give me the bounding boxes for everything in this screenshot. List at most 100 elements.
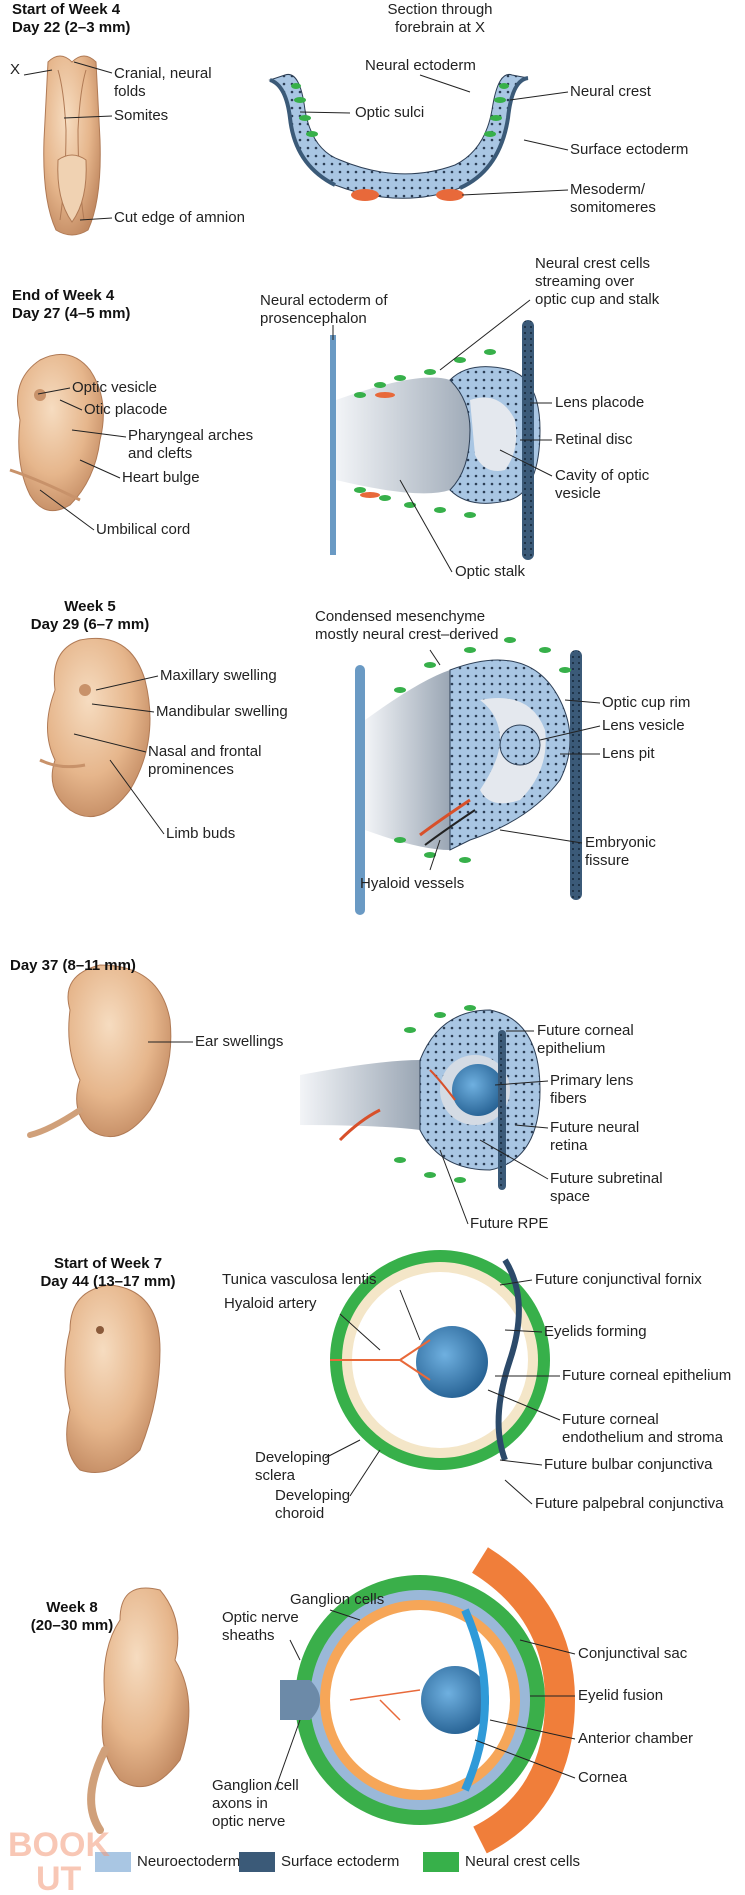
- label-tunica-vasculosa-lentis: Tunica vasculosa lentis: [222, 1271, 377, 1288]
- label-hyaloid-vessels-line: Hyaloid vessels: [360, 875, 464, 892]
- label-future-conjunctival-fornix-line: Future conjunctival fornix: [535, 1271, 702, 1288]
- label-pharyngeal-arches-leader: [71, 429, 127, 438]
- label-future-rpe-line: Future RPE: [470, 1215, 548, 1232]
- label-ganglion-cells-line: Ganglion cells: [290, 1591, 384, 1608]
- label-developing-sclera-leader: [324, 1439, 361, 1459]
- label-optic-cup-rim-line: Optic cup rim: [602, 694, 690, 711]
- label-condensed-mesenchyme-line: mostly neural crest–derived: [315, 626, 498, 643]
- label-condensed-mesenchyme-line: Condensed mesenchyme: [315, 608, 485, 625]
- label-eyelids-forming-leader: [504, 1329, 543, 1333]
- label-optic-cup-rim-leader: [564, 699, 601, 704]
- label-future-rpe-leader: [439, 1149, 469, 1225]
- label-maxillary-swelling: Maxillary swelling: [160, 667, 277, 684]
- stage-5-heading-line: Start of Week 7: [54, 1255, 162, 1272]
- label-heart-bulge-line: Heart bulge: [122, 469, 200, 486]
- label-cavity-optic-vesicle-line: vesicle: [555, 485, 601, 502]
- label-eyelids-forming-line: Eyelids forming: [544, 1323, 647, 1340]
- label-somites: Somites: [114, 107, 168, 124]
- stage-6-heading: Week 8(20–30 mm): [31, 1599, 114, 1634]
- label-hyaloid-artery-leader: [339, 1313, 381, 1351]
- stage-6-section: [280, 1547, 576, 1854]
- label-condensed-mesenchyme-leader: [429, 649, 441, 666]
- label-ganglion-axons-line: axons in: [212, 1795, 268, 1812]
- label-mesoderm-somitomeres-line: somitomeres: [570, 199, 656, 216]
- label-developing-sclera-line: Developing: [255, 1449, 330, 1466]
- stage-1-heading-line: Day 22 (2–3 mm): [12, 19, 130, 36]
- label-optic-cup-rim: Optic cup rim: [602, 694, 690, 711]
- stage-6-heading-line: (20–30 mm): [31, 1617, 114, 1634]
- label-future-conjunctival-fornix: Future conjunctival fornix: [535, 1271, 702, 1288]
- legend-swatch-0: [95, 1852, 131, 1872]
- label-hyaloid-artery: Hyaloid artery: [224, 1295, 317, 1312]
- label-primary-lens-fibers-leader: [494, 1080, 549, 1086]
- label-neural-ectoderm-prosencephalon-line: Neural ectoderm of: [260, 292, 388, 309]
- stage-1-section: [268, 73, 529, 201]
- label-mesoderm-somitomeres: Mesoderm/somitomeres: [570, 181, 656, 216]
- label-retinal-disc-line: Retinal disc: [555, 431, 633, 448]
- label-future-neural-retina-leader: [514, 1124, 549, 1129]
- label-anterior-chamber: Anterior chamber: [578, 1730, 693, 1747]
- label-surface-ectoderm-leader: [523, 139, 569, 151]
- label-surface-ectoderm-line: Surface ectoderm: [570, 141, 688, 158]
- label-optic-sulci: Optic sulci: [355, 104, 424, 121]
- label-neural-crest-line: Neural crest: [570, 83, 652, 100]
- label-mesoderm-somitomeres-leader: [461, 189, 569, 196]
- label-conjunctival-sac: Conjunctival sac: [578, 1645, 688, 1662]
- label-future-bulbar-conjunctiva-leader: [499, 1459, 543, 1466]
- label-surface-ectoderm: Surface ectoderm: [570, 141, 688, 158]
- label-future-corneal-epithelium-7: Future corneal epithelium: [562, 1367, 731, 1384]
- label-lens-vesicle-leader: [539, 725, 601, 741]
- label-conjunctival-sac-leader: [519, 1639, 576, 1655]
- label-future-neural-retina-line: Future neural: [550, 1119, 639, 1136]
- label-anterior-chamber-leader: [489, 1719, 576, 1740]
- label-future-neural-retina-line: retina: [550, 1137, 588, 1154]
- label-umbilical-cord-leader: [39, 489, 95, 531]
- label-anterior-chamber-line: Anterior chamber: [578, 1730, 693, 1747]
- stage-1-embryo: [43, 55, 101, 236]
- stage-2: [9, 320, 541, 560]
- label-primary-lens-fibers-line: Primary lens: [550, 1072, 633, 1089]
- label-somites-line: Somites: [114, 107, 168, 124]
- label-neural-crest-streaming-line: optic cup and stalk: [535, 291, 660, 308]
- label-future-palpebral-conjunctiva-leader: [504, 1479, 533, 1505]
- stage-3-heading-line: Week 5: [64, 598, 115, 615]
- label-nasal-frontal-line: prominences: [148, 761, 234, 778]
- label-lens-pit-line: Lens pit: [602, 745, 655, 762]
- stage-3: [39, 637, 582, 915]
- label-optic-vesicle-line: Optic vesicle: [72, 379, 157, 396]
- stage-2-heading-line: Day 27 (4–5 mm): [12, 305, 130, 322]
- label-pharyngeal-arches-line: Pharyngeal arches: [128, 427, 253, 444]
- label-cavity-optic-vesicle-line: Cavity of optic: [555, 467, 650, 484]
- label-ganglion-axons-leader: [274, 1719, 301, 1791]
- stage-3-embryo: [39, 637, 151, 818]
- label-cranial-neural-folds-line: folds: [114, 83, 146, 100]
- stage-5-embryo: [64, 1284, 161, 1473]
- label-optic-nerve-sheaths-line: sheaths: [222, 1627, 275, 1644]
- label-future-subretinal-space-line: space: [550, 1188, 590, 1205]
- label-hyaloid-vessels: Hyaloid vessels: [360, 875, 464, 892]
- label-neural-crest-streaming-leader: [439, 299, 531, 371]
- label-optic-sulci-leader: [299, 111, 351, 114]
- label-tunica-vasculosa-lentis-line: Tunica vasculosa lentis: [222, 1271, 377, 1288]
- label-future-corneal-endothelium-line: endothelium and stroma: [562, 1429, 724, 1446]
- label-otic-placode: Otic placode: [84, 401, 167, 418]
- label-developing-choroid-leader: [349, 1449, 381, 1497]
- stage-5-section: [330, 1250, 550, 1470]
- legend-label-2: Neural crest cells: [465, 1853, 580, 1870]
- stage-2-heading-line: End of Week 4: [12, 287, 115, 304]
- label-cut-edge-amnion-line: Cut edge of amnion: [114, 209, 245, 226]
- stage-3-heading-line: Day 29 (6–7 mm): [31, 616, 149, 633]
- label-otic-placode-line: Otic placode: [84, 401, 167, 418]
- label-future-rpe: Future RPE: [470, 1215, 548, 1232]
